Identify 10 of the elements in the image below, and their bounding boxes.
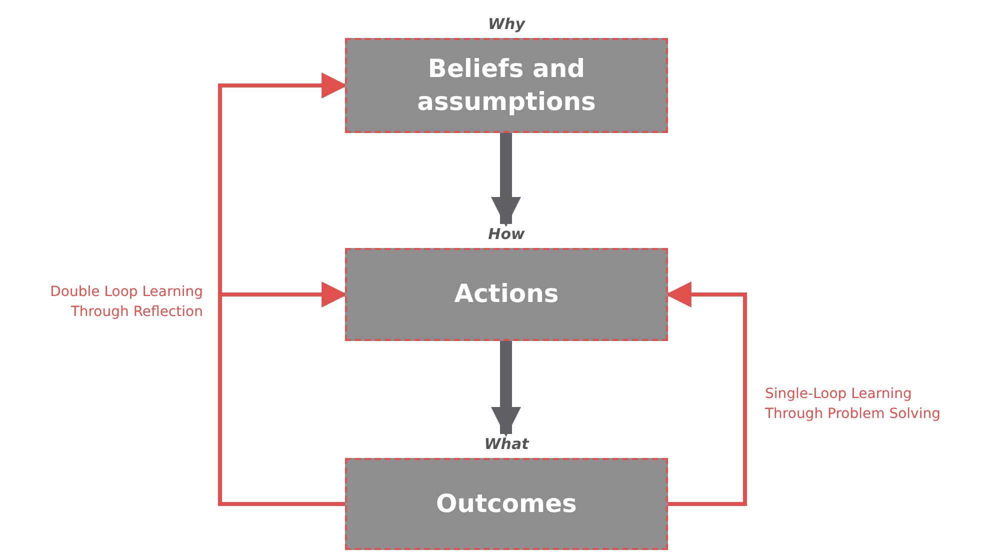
- heading: Why: [488, 14, 525, 34]
- arrow: [491, 133, 521, 227]
- heading: What: [484, 434, 529, 454]
- edge-label: Double Loop Learning Through Reflection: [49, 283, 203, 322]
- arrow: [491, 341, 521, 437]
- heading: How: [488, 224, 525, 244]
- edge-label: Single-Loop Learning Through Problem Solving: [765, 385, 942, 424]
- process-box: Outcomes: [345, 458, 668, 550]
- process-box: Actions: [345, 248, 668, 341]
- process-box: Beliefs and assumptions: [345, 38, 668, 133]
